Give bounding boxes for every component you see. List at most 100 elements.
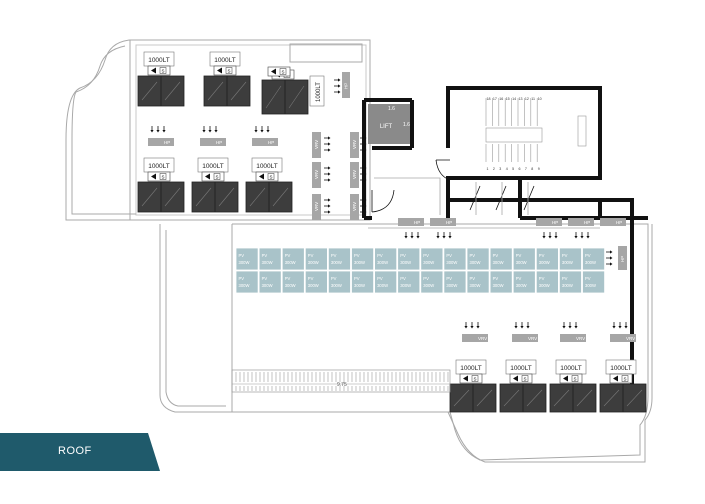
pv-panel-array: PV 300W PV 300W PV 300W PV 300W PV 300W PV 300W PV 30…: [235, 247, 606, 294]
unit-arrow-icon: [151, 173, 156, 180]
svg-text:300W: 300W: [400, 260, 411, 265]
svg-text:PV: PV: [423, 276, 429, 281]
stair-number: 2: [493, 167, 495, 171]
unit-s-icon: S: [215, 175, 218, 180]
svg-text:PV: PV: [354, 253, 360, 258]
svg-text:300W: 300W: [285, 283, 296, 288]
svg-text:PV: PV: [331, 276, 337, 281]
lift: LIFT 1.6 1.6: [368, 104, 410, 144]
svg-text:HP: HP: [268, 140, 274, 145]
svg-text:300W: 300W: [539, 283, 550, 288]
roof-outline: [65, 39, 653, 463]
svg-text:VRV: VRV: [314, 202, 319, 211]
unit-s-icon: S: [269, 175, 272, 180]
svg-text:PV: PV: [331, 253, 337, 258]
svg-text:HP: HP: [446, 220, 452, 225]
svg-text:300W: 300W: [331, 260, 342, 265]
stair-number: 18: [487, 97, 491, 101]
stair-number: 4: [506, 167, 508, 171]
svg-text:VRV: VRV: [576, 336, 585, 341]
unit-s-icon: S: [473, 377, 476, 382]
svg-text:PV: PV: [285, 253, 291, 258]
svg-text:PV: PV: [354, 276, 360, 281]
svg-text:PV: PV: [539, 253, 545, 258]
svg-text:300W: 300W: [354, 260, 365, 265]
svg-text:PV: PV: [239, 276, 245, 281]
equipment-tag: HP: [536, 218, 562, 226]
unit-arrow-icon: [513, 375, 518, 382]
svg-text:VRV: VRV: [478, 336, 487, 341]
svg-text:300W: 300W: [446, 260, 457, 265]
svg-text:300W: 300W: [308, 283, 319, 288]
equipment-tag: HP: [568, 218, 594, 226]
pv-panel: PV 300W: [443, 247, 467, 271]
svg-text:300W: 300W: [285, 260, 296, 265]
svg-text:PV: PV: [562, 253, 568, 258]
roof-banner: [0, 433, 160, 471]
svg-text:300W: 300W: [516, 260, 527, 265]
tank-label: 1000LT: [202, 163, 224, 170]
equipment-tag: HP: [342, 72, 350, 98]
unit-arrow-icon: [151, 67, 156, 74]
door-swing-icon: [371, 159, 535, 213]
svg-text:300W: 300W: [262, 283, 273, 288]
svg-text:VRV: VRV: [528, 336, 537, 341]
stair-number: 6: [519, 167, 521, 171]
stair-number: 8: [531, 167, 533, 171]
stair-number: 16: [499, 97, 503, 101]
water-tank: S: [261, 69, 309, 115]
svg-text:300W: 300W: [400, 283, 411, 288]
equipment-tag: HP: [200, 138, 226, 146]
equipment-tag: HP: [600, 218, 626, 226]
tank-label: 1000LT: [610, 365, 632, 372]
svg-text:PV: PV: [562, 276, 568, 281]
stair-number: 7: [525, 167, 527, 171]
water-tank: 1000LT S: [191, 157, 239, 213]
tank-label: 1000LT: [460, 365, 482, 372]
svg-text:HP: HP: [552, 220, 558, 225]
unit-arrow-icon: [613, 375, 618, 382]
pv-panel: PV 300W: [281, 247, 305, 271]
equipment-tag: HP: [148, 138, 174, 146]
svg-text:300W: 300W: [308, 260, 319, 265]
pv-panel: PV 300W: [304, 270, 328, 294]
svg-text:VRV: VRV: [352, 140, 357, 149]
svg-text:300W: 300W: [446, 283, 457, 288]
stair-number: 14: [512, 97, 516, 101]
svg-text:PV: PV: [446, 253, 452, 258]
svg-text:PV: PV: [377, 253, 383, 258]
tank-label: 1000LT: [256, 163, 278, 170]
stair-number: 1: [487, 167, 489, 171]
unit-s-icon: S: [623, 377, 626, 382]
svg-text:300W: 300W: [331, 283, 342, 288]
svg-text:PV: PV: [308, 276, 314, 281]
svg-text:VRV: VRV: [314, 170, 319, 179]
svg-text:300W: 300W: [377, 283, 388, 288]
svg-text:300W: 300W: [377, 260, 388, 265]
tank-label: 1000LT: [560, 365, 582, 372]
equipment-tag: VRV: [350, 194, 359, 220]
svg-text:HP: HP: [584, 220, 590, 225]
unit-arrow-icon: [463, 375, 468, 382]
equipment-tag: VRV: [462, 334, 488, 342]
equipment-tag: HP: [430, 218, 456, 226]
unit-s-icon: S: [281, 70, 284, 75]
